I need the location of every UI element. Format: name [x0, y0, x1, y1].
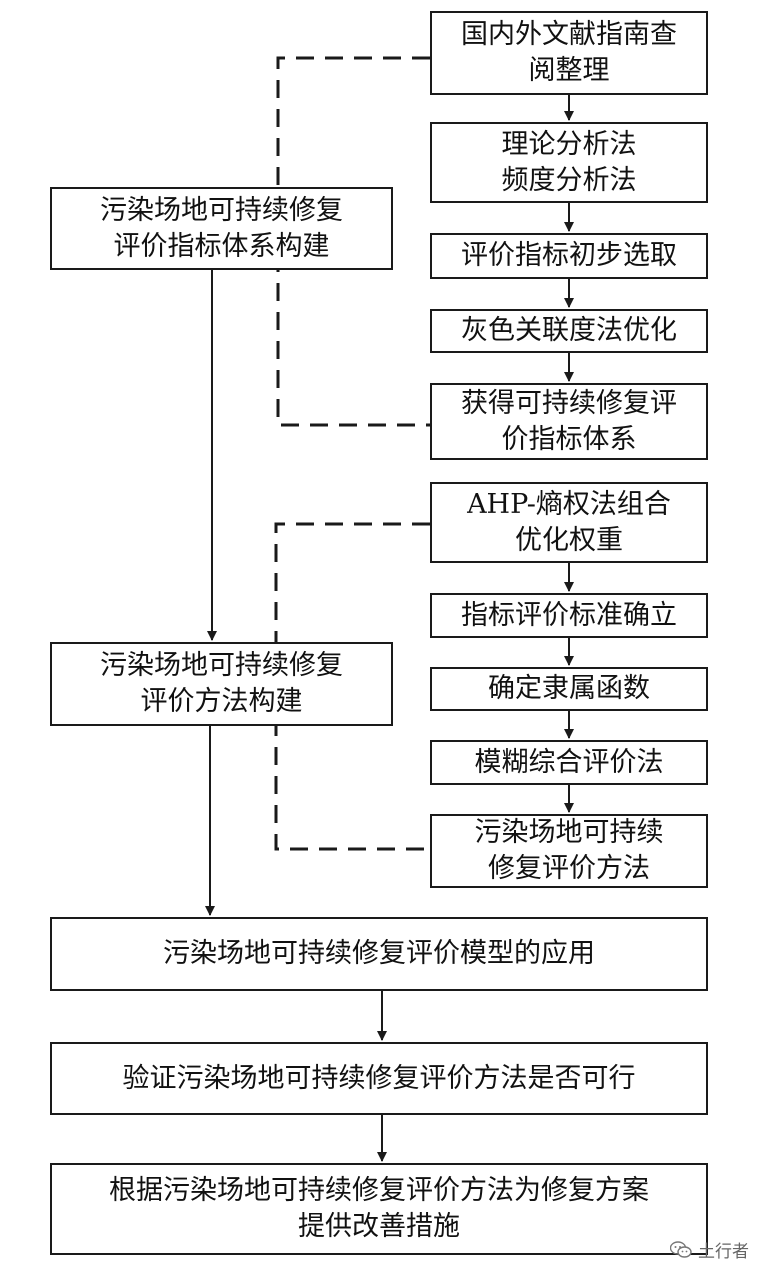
step-membership-function-label: 确定隶属函数: [488, 673, 650, 704]
stage-method-construction: 污染场地可持续修复评价方法构建: [50, 642, 393, 726]
step-evaluation-standard: 指标评价标准确立: [430, 593, 708, 638]
step-evaluation-standard-label: 指标评价标准确立: [461, 599, 677, 631]
step-ahp-entropy-line-1: AHP-熵权法组合: [467, 488, 671, 520]
stage-verify-method-label: 验证污染场地可持续修复评价方法是否可行: [122, 1062, 636, 1094]
step-index-system-line-2: 价指标体系: [501, 423, 637, 455]
step-ahp-entropy: AHP-熵权法组合优化权重: [430, 482, 708, 563]
stage-model-application: 污染场地可持续修复评价模型的应用: [50, 917, 708, 991]
step-fuzzy-evaluation-label: 模糊综合评价法: [474, 746, 664, 778]
watermark: 土行者: [670, 1237, 749, 1262]
step-theory-analysis: 理论分析法频度分析法: [430, 122, 708, 203]
step-lit-review: 国内外文献指南查阅整理: [430, 11, 708, 95]
step-evaluation-method: 污染场地可持续修复评价方法: [430, 814, 708, 888]
step-index-system-line-1: 获得可持续修复评: [461, 387, 677, 419]
step-membership-function: 确定隶属函数: [430, 667, 708, 711]
step-index-system: 获得可持续修复评价指标体系: [430, 383, 708, 460]
dashed-bracket-method: [274, 522, 430, 851]
step-initial-selection: 评价指标初步选取: [430, 233, 708, 279]
step-fuzzy-evaluation: 模糊综合评价法: [430, 740, 708, 785]
stage-method-line-1: 污染场地可持续修复: [100, 650, 343, 681]
stage-model-application-label: 污染场地可持续修复评价模型的应用: [163, 938, 595, 969]
step-initial-selection-label: 评价指标初步选取: [461, 240, 677, 271]
wechat-icon: [670, 1240, 692, 1258]
stage-index-line-1: 污染场地可持续修复: [100, 194, 343, 226]
stage-improvement-line-1: 根据污染场地可持续修复评价方法为修复方案: [109, 1175, 649, 1206]
step-ahp-entropy-line-2: 优化权重: [514, 524, 623, 556]
step-lit-review-line-1: 国内外文献指南查: [461, 19, 677, 50]
stage-verify-method: 验证污染场地可持续修复评价方法是否可行: [50, 1042, 708, 1115]
step-grey-relational: 灰色关联度法优化: [430, 309, 708, 353]
step-lit-review-line-2: 阅整理: [528, 55, 610, 86]
stage-improvement-measures: 根据污染场地可持续修复评价方法为修复方案提供改善措施: [50, 1163, 708, 1255]
step-theory-analysis-line-1: 理论分析法: [501, 128, 637, 160]
stage-index-line-2: 评价指标体系构建: [113, 230, 330, 262]
watermark-text: 土行者: [698, 1242, 749, 1262]
stage-index-system-construction: 污染场地可持续修复评价指标体系构建: [50, 187, 393, 270]
step-evaluation-method-line-2: 修复评价方法: [488, 853, 650, 884]
stage-improvement-line-2: 提供改善措施: [298, 1211, 460, 1242]
step-theory-analysis-line-2: 频度分析法: [501, 164, 637, 196]
step-evaluation-method-line-1: 污染场地可持续: [474, 817, 664, 848]
stage-method-line-2: 评价方法构建: [140, 686, 303, 717]
step-grey-relational-label: 灰色关联度法优化: [461, 315, 677, 346]
